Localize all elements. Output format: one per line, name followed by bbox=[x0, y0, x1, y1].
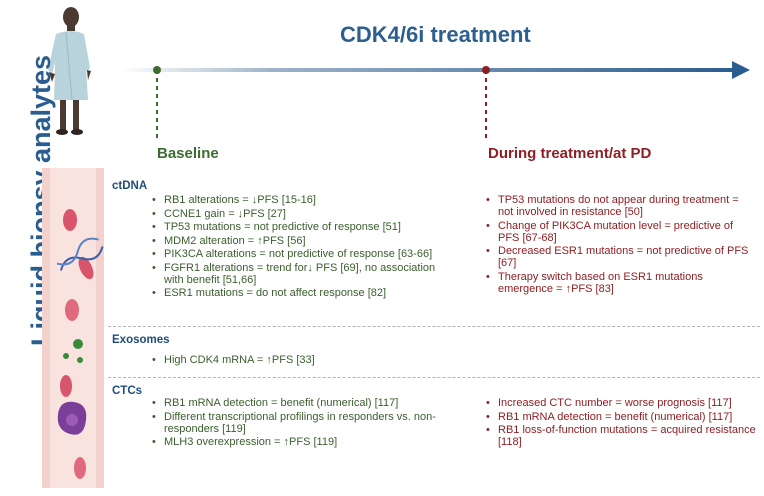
list-item: PIK3CA alterations = not predictive of r… bbox=[150, 248, 440, 260]
list-item: MLH3 overexpression = ↑PFS [119] bbox=[150, 436, 440, 448]
red-blood-cell-icon bbox=[65, 299, 79, 321]
list-item: Different transcriptional profilings in … bbox=[150, 411, 440, 435]
list-item: CCNE1 gain = ↓PFS [27] bbox=[150, 208, 440, 220]
list-item: TP53 mutations do not appear during trea… bbox=[484, 194, 756, 218]
during-marker bbox=[482, 66, 490, 142]
vessel-wall-left bbox=[42, 168, 50, 488]
list-item: RB1 mRNA detection = benefit (numerical)… bbox=[484, 411, 756, 423]
exosomes-baseline-list: High CDK4 mRNA = ↑PFS [33] bbox=[150, 354, 440, 368]
list-item: RB1 mRNA detection = benefit (numerical)… bbox=[150, 397, 440, 409]
ctdna-label: ctDNA bbox=[112, 180, 148, 192]
red-blood-cell-icon bbox=[78, 256, 94, 280]
list-item: ESR1 mutations = do not affect response … bbox=[150, 287, 440, 299]
during-heading: During treatment/at PD bbox=[488, 145, 652, 162]
ctcs-during-list: Increased CTC number = worse prognosis [… bbox=[484, 397, 756, 450]
list-item: RB1 alterations = ↓PFS [15-16] bbox=[150, 194, 440, 206]
red-blood-cell-icon bbox=[60, 375, 72, 397]
red-blood-cell-icon bbox=[63, 209, 77, 231]
ctdna-baseline-list: RB1 alterations = ↓PFS [15-16] CCNE1 gai… bbox=[150, 194, 440, 301]
timeline-arrow bbox=[120, 61, 750, 79]
vessel-wall-right bbox=[96, 168, 104, 488]
list-item: Increased CTC number = worse prognosis [… bbox=[484, 397, 756, 409]
dna-icon bbox=[56, 237, 104, 271]
patient-figure bbox=[48, 7, 91, 135]
list-item: High CDK4 mRNA = ↑PFS [33] bbox=[150, 354, 440, 366]
vessel-contents bbox=[56, 209, 104, 479]
list-item: TP53 mutations = not predictive of respo… bbox=[150, 221, 440, 233]
list-item: FGFR1 alterations = trend for↓ PFS [69],… bbox=[150, 262, 440, 286]
exosomes-label: Exosomes bbox=[112, 334, 170, 346]
list-item: RB1 loss-of-function mutations = acquire… bbox=[484, 424, 756, 448]
divider-exosomes-ctcs bbox=[108, 377, 760, 378]
list-item: Decreased ESR1 mutations = not predictiv… bbox=[484, 245, 756, 269]
ctdna-during-list: TP53 mutations do not appear during trea… bbox=[484, 194, 756, 296]
ctcs-label: CTCs bbox=[112, 385, 143, 397]
baseline-marker bbox=[153, 66, 161, 142]
ctcs-baseline-list: RB1 mRNA detection = benefit (numerical)… bbox=[150, 397, 440, 450]
list-item: Therapy switch based on ESR1 mutations e… bbox=[484, 271, 756, 295]
exosome-icon bbox=[63, 339, 83, 363]
list-item: MDM2 alteration = ↑PFS [56] bbox=[150, 235, 440, 247]
red-blood-cell-icon bbox=[74, 457, 86, 479]
divider-ctdna-exosomes bbox=[108, 326, 760, 327]
baseline-heading: Baseline bbox=[157, 145, 219, 162]
page-title: CDK4/6i treatment bbox=[340, 22, 531, 47]
list-item: Change of PIK3CA mutation level = predic… bbox=[484, 220, 756, 244]
